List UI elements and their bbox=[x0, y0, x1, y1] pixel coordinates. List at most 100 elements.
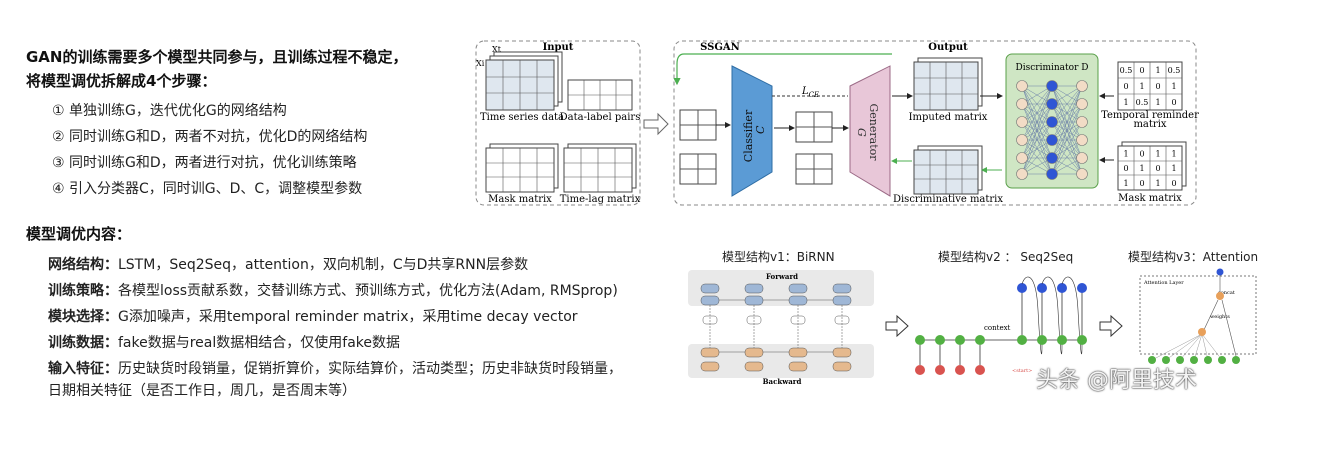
neuron-node bbox=[1046, 152, 1058, 164]
attn-link bbox=[1151, 333, 1203, 361]
backward-label: Backward bbox=[763, 377, 802, 386]
tuning-item-features-line2: 日期相关特征（是否工作日，周几，是否周末等） bbox=[48, 383, 356, 399]
watermark: 头条 @阿里技术 bbox=[1036, 368, 1197, 393]
matrix-cell: 1 bbox=[1155, 149, 1160, 158]
attn-link bbox=[1193, 333, 1203, 361]
classifier-label: Classifier bbox=[742, 109, 755, 162]
backward-cell bbox=[832, 361, 852, 372]
backward-cell bbox=[700, 361, 720, 372]
tuning-item-data: 训练数据：fake数据与real数据相结合，仅使用fake数据 bbox=[48, 333, 400, 353]
generator-symbol: G bbox=[855, 128, 868, 137]
matrix-cell: 0 bbox=[1123, 82, 1128, 91]
mask-caption: Mask matrix bbox=[488, 194, 552, 205]
input-title: Input bbox=[543, 42, 574, 53]
model-v3-header: 模型结构v3：Attention bbox=[1128, 250, 1259, 264]
generator-label: Generator bbox=[867, 103, 880, 161]
backward-cell bbox=[832, 347, 852, 358]
classifier-block bbox=[731, 65, 773, 197]
tuning-item-label: 网络结构： bbox=[48, 257, 118, 273]
matrix-cell: 1 bbox=[1171, 164, 1176, 173]
model-v2-header: 模型结构v2 ： Seq2Seq bbox=[938, 250, 1074, 264]
forward-cell bbox=[832, 283, 852, 294]
neuron-node bbox=[1076, 134, 1088, 146]
time-lag-caption: Time-lag matrix bbox=[560, 194, 641, 205]
imputed-matrix bbox=[913, 57, 983, 111]
temporal-caption-2: matrix bbox=[1133, 119, 1166, 130]
birnn-diagram: Forward Backward bbox=[688, 270, 874, 386]
pair-box-unlabeled bbox=[679, 153, 717, 185]
output-node bbox=[1057, 283, 1067, 293]
matrix-cell: 1 bbox=[1171, 82, 1176, 91]
neuron-node bbox=[1076, 80, 1088, 92]
context-label: context bbox=[984, 324, 1011, 332]
discriminative-caption: Discriminative matrix bbox=[893, 194, 1003, 205]
backward-cell bbox=[700, 347, 720, 358]
attn-link bbox=[1201, 333, 1223, 361]
encoder-node bbox=[1218, 356, 1226, 364]
xt-label: Xt bbox=[492, 45, 502, 54]
tuning-item-label: 训练数据： bbox=[48, 335, 118, 351]
matrix-cell: 0.5 bbox=[1136, 98, 1149, 107]
feedback-arrow bbox=[673, 53, 892, 86]
backward-cell bbox=[744, 347, 764, 358]
input-node bbox=[935, 365, 945, 375]
rnn-node bbox=[955, 335, 965, 345]
matrix-cell: 1 bbox=[1139, 164, 1144, 173]
backward-cell bbox=[788, 361, 808, 372]
matrix-cell: 0 bbox=[1139, 66, 1144, 75]
backward-cell bbox=[744, 361, 764, 372]
neuron-node bbox=[1046, 80, 1058, 92]
input-mask-matrix bbox=[485, 143, 559, 193]
context-node bbox=[1198, 328, 1206, 336]
data-label-pairs bbox=[567, 79, 633, 111]
time-lag-matrix bbox=[563, 143, 637, 193]
neuron-node bbox=[1076, 168, 1088, 180]
attn-link bbox=[1201, 333, 1209, 361]
matrix-cell: 1 bbox=[1123, 149, 1128, 158]
attention-diagram: Attention Layer concat weights bbox=[1139, 268, 1257, 364]
rnn-node bbox=[935, 335, 945, 345]
intro-title-line1: GAN的训练需要多个模型共同参与，且训练过程不稳定， bbox=[26, 48, 408, 66]
xi-label: Xi bbox=[476, 59, 485, 68]
step-1: ① 单独训练G，迭代优化G的网络结构 bbox=[52, 103, 287, 119]
encoder-node bbox=[1148, 356, 1156, 364]
attn-link bbox=[1201, 299, 1219, 335]
encoder-node bbox=[1176, 356, 1184, 364]
pair-box-middle-2 bbox=[795, 153, 833, 185]
matrix-cell: 0 bbox=[1139, 179, 1144, 188]
input-panel bbox=[475, 40, 641, 206]
matrix-cell: 1 bbox=[1155, 179, 1160, 188]
matrix-cell: 1 bbox=[1155, 66, 1160, 75]
neuron-node bbox=[1046, 98, 1058, 110]
forward-cell bbox=[744, 295, 764, 306]
rnn-node bbox=[975, 335, 985, 345]
temporal-caption-1: Temporal reminder bbox=[1101, 110, 1199, 121]
neuron-node bbox=[1016, 134, 1028, 146]
tuning-item-text: LSTM，Seq2Seq，attention，双向机制，C与D共享RNN层参数 bbox=[118, 257, 529, 273]
output-node bbox=[1037, 283, 1047, 293]
output-title: Output bbox=[928, 42, 968, 53]
model-v1-header: 模型结构v1：BiRNN bbox=[722, 250, 835, 264]
imputed-caption: Imputed matrix bbox=[909, 112, 988, 123]
encoder-node bbox=[1190, 356, 1198, 364]
attn-output-node bbox=[1216, 268, 1224, 276]
backward-cell bbox=[788, 347, 808, 358]
forward-label: Forward bbox=[766, 272, 798, 281]
ssgan-title: SSGAN bbox=[700, 42, 740, 53]
step-3: ③ 同时训练G和D，两者进行对抗，优化训练策略 bbox=[52, 155, 357, 171]
attn-link bbox=[1221, 299, 1237, 357]
mask-caption-right: Mask matrix bbox=[1118, 193, 1182, 204]
step-4: ④ 引入分类器C，同时训G、D、C，调整模型参数 bbox=[52, 181, 363, 197]
arrow-right-icon-2 bbox=[1099, 314, 1123, 338]
output-node bbox=[1017, 283, 1027, 293]
tuning-item-module: 模块选择：G添加噪声，采用temporal reminder matrix，采用… bbox=[48, 307, 578, 327]
attention-layer-label: Attention Layer bbox=[1143, 280, 1184, 286]
input-node bbox=[915, 365, 925, 375]
tuning-item-label: 模块选择： bbox=[48, 309, 118, 325]
matrix-cell: 0 bbox=[1155, 164, 1160, 173]
time-series-matrix bbox=[485, 51, 563, 111]
discriminator-label: Discriminator D bbox=[1016, 63, 1089, 73]
input-node bbox=[975, 365, 985, 375]
neuron-node bbox=[1016, 168, 1028, 180]
input-node bbox=[955, 365, 965, 375]
